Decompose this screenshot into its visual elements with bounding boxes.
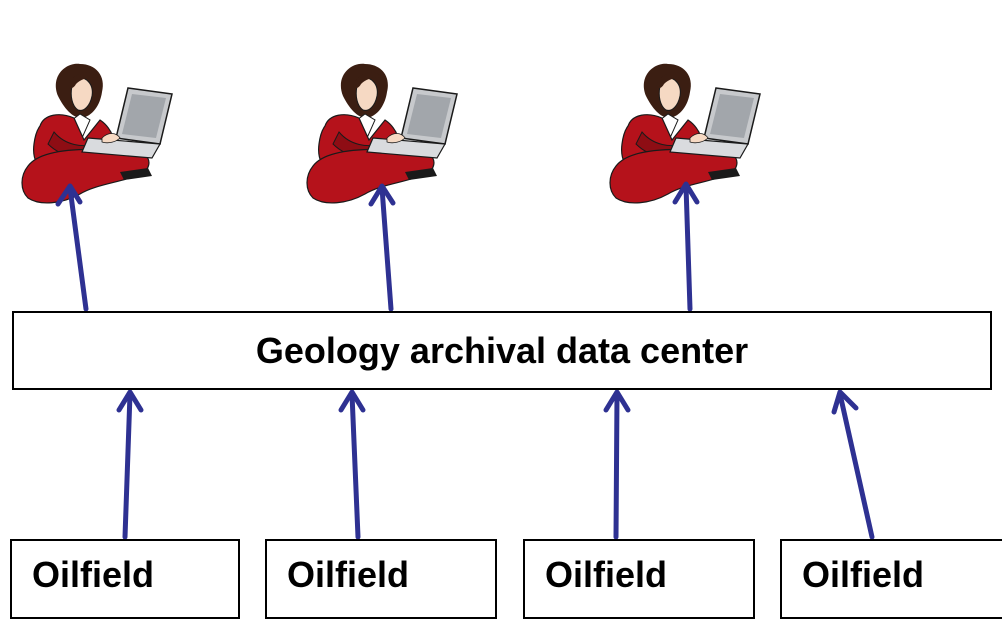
data-center-label: Geology archival data center [255,329,749,371]
arrow-oilfield-4-to-center [831,389,875,540]
oilfield-label: Oilfield [545,554,668,595]
user-2-icon [306,63,458,204]
user-1-icon [21,63,173,204]
oilfield-label: Oilfield [287,554,410,595]
oilfield-box-4: Oilfield [780,539,1002,619]
arrow-center-to-user-3 [672,181,700,312]
oilfield-box-2: Oilfield [265,539,497,619]
arrow-center-to-user-1 [55,183,89,312]
oilfield-box-1: Oilfield [10,539,240,619]
oilfield-box-3: Oilfield [523,539,755,619]
arrow-center-to-user-2 [368,183,396,312]
arrow-oilfield-1-to-center [116,389,144,540]
data-center-box: Geology archival data center [12,311,992,390]
oilfield-label: Oilfield [32,554,155,595]
arrow-oilfield-2-to-center [338,389,366,540]
oilfield-label: Oilfield [802,554,925,595]
arrow-oilfield-3-to-center [603,389,631,540]
